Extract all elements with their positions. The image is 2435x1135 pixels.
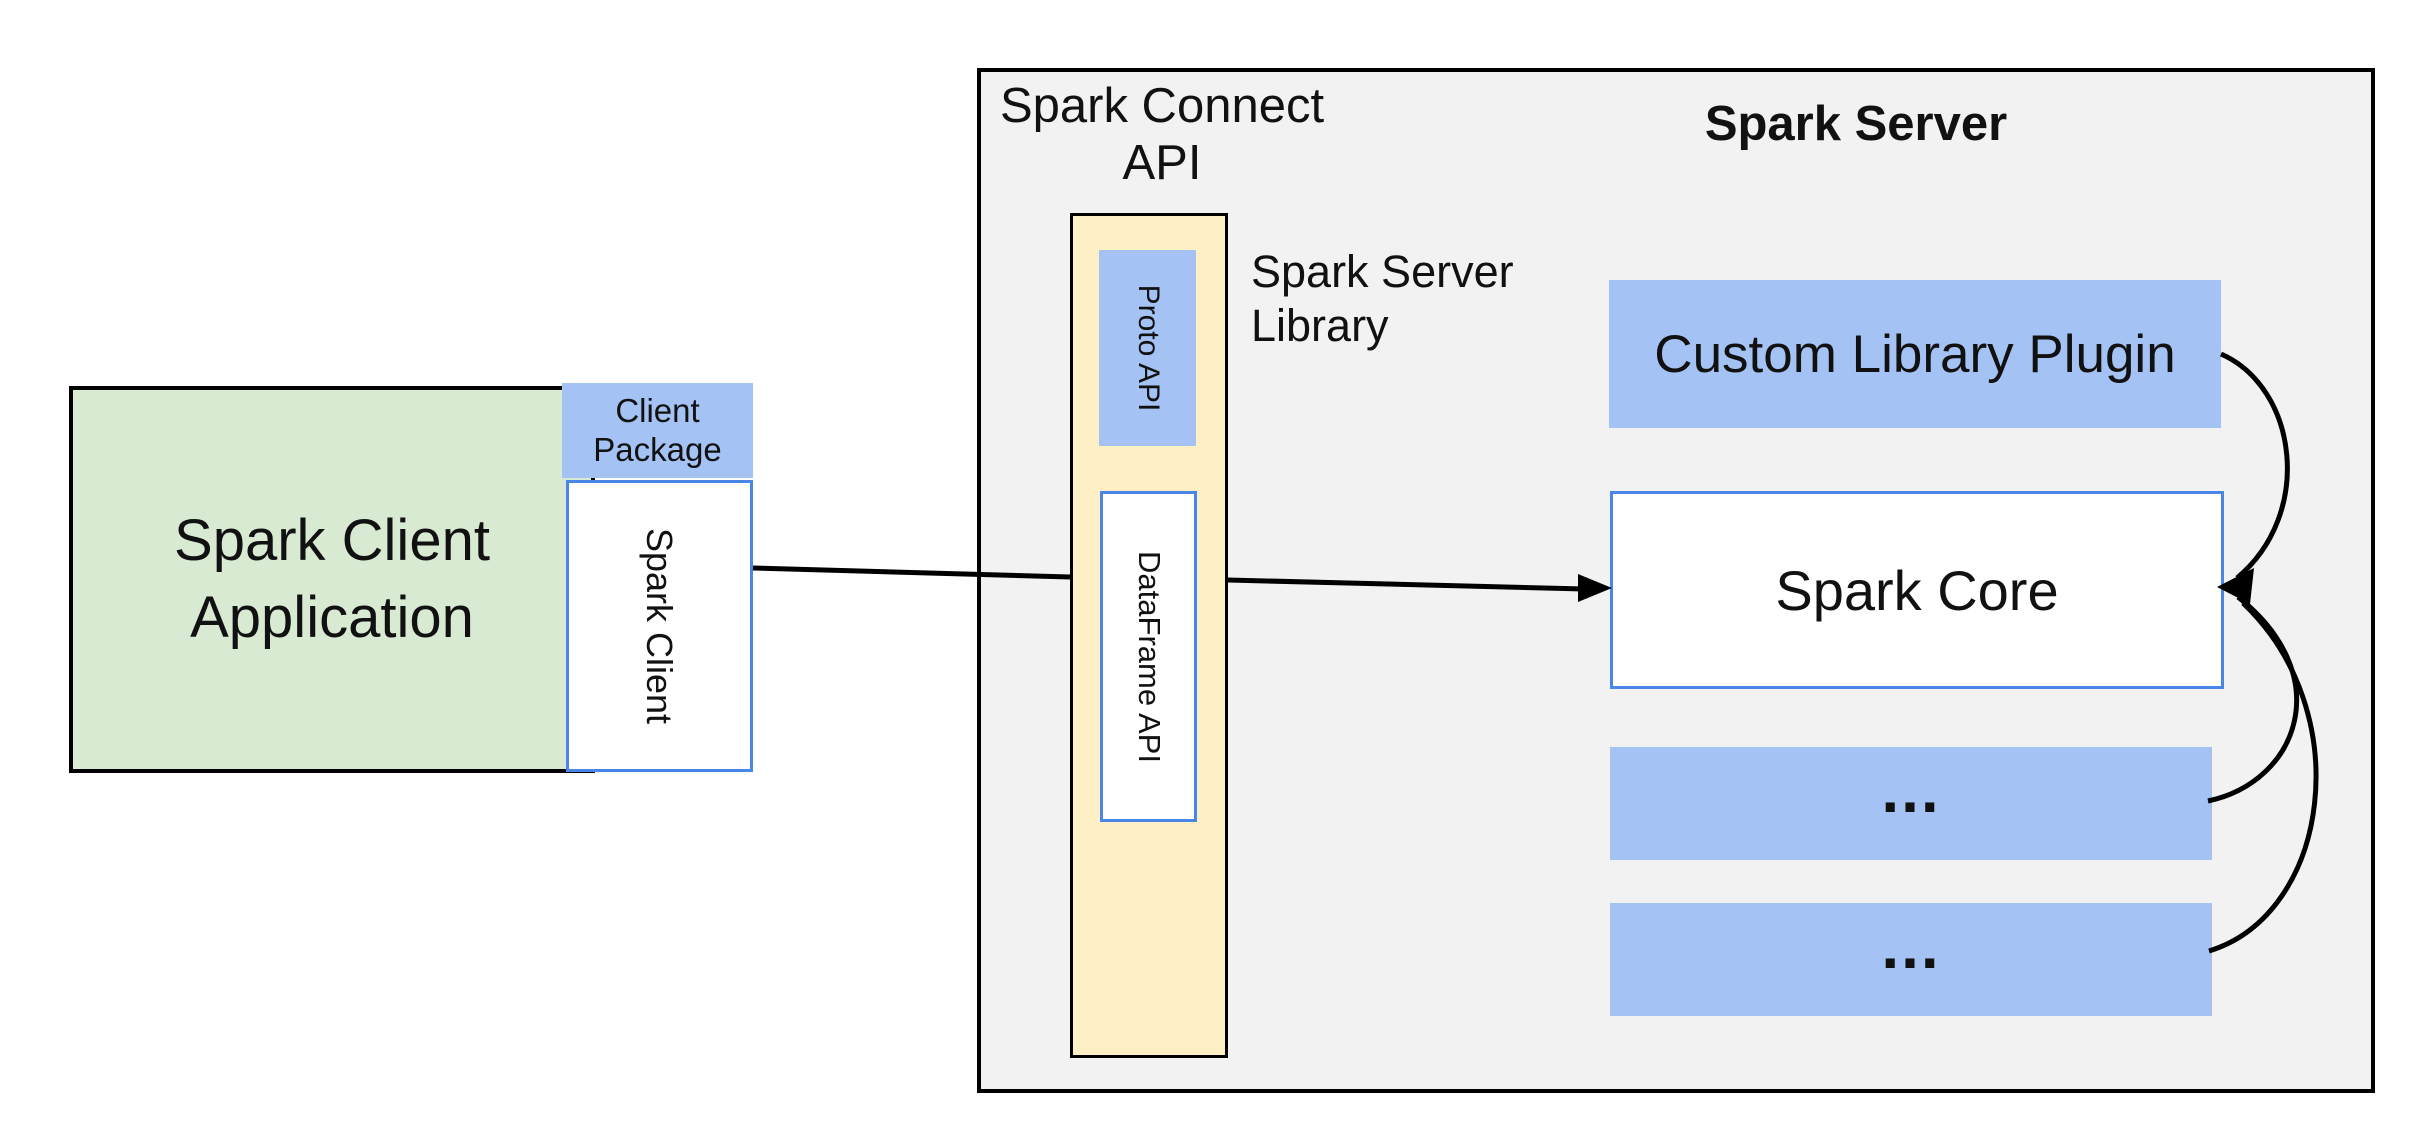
server-module-box-1: ... (1610, 747, 2212, 860)
server-module-2-ellipsis: ... (1881, 909, 1941, 982)
spark-server-title: Spark Server (1704, 97, 2008, 151)
client-package-label: Client Package (593, 391, 722, 468)
proto-api-box (1099, 250, 1196, 446)
spark-core-box: Spark Core (1610, 491, 2224, 689)
custom-library-plugin-box: Custom Library Plugin (1609, 280, 2221, 428)
dataframe-api-box (1100, 491, 1197, 822)
spark-client-application-box: Spark Client Application (69, 386, 595, 773)
spark-client-application-label: Spark Client Application (174, 507, 490, 650)
client-package-box: Client Package (562, 383, 753, 478)
server-module-1-ellipsis: ... (1881, 753, 1941, 826)
spark-client-box (566, 480, 753, 772)
spark-server-library-label: Spark Server Library (1251, 246, 1514, 351)
custom-library-plugin-label: Custom Library Plugin (1654, 324, 2176, 384)
spark-connect-api-title: Spark Connect API (999, 79, 1325, 190)
spark-client-label: Spark Client (639, 527, 680, 725)
dataframe-api-label: DataFrame API (1132, 551, 1167, 763)
spark-core-label: Spark Core (1775, 558, 2059, 622)
server-module-box-2: ... (1610, 903, 2212, 1016)
proto-api-label: Proto API (1132, 284, 1165, 412)
